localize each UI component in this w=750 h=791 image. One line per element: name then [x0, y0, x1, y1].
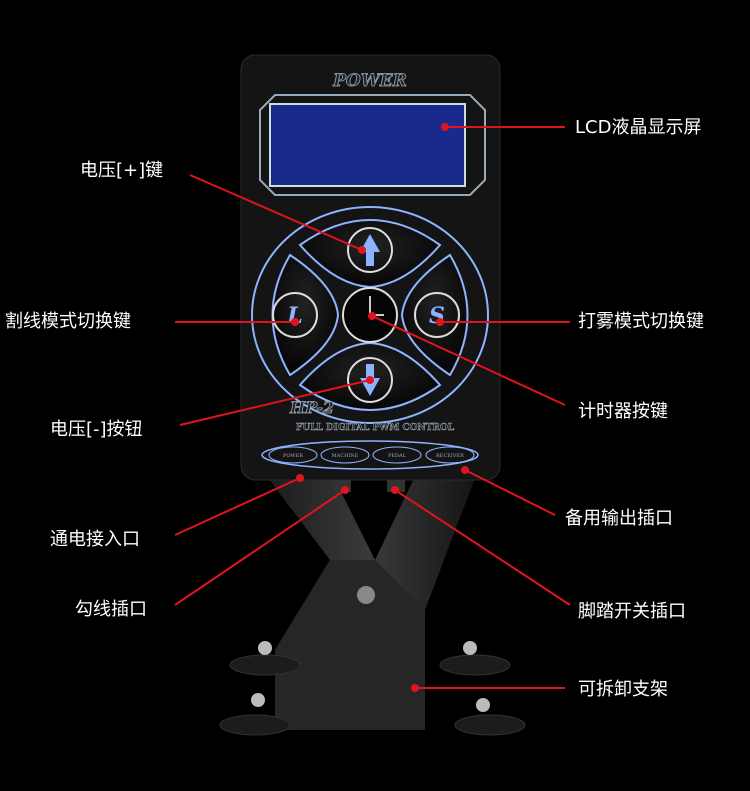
- label-volt-down: 电压[-]按钮: [50, 419, 143, 440]
- brand-text: POWER: [332, 71, 407, 91]
- label-spare-out: 备用输出插口: [565, 508, 673, 529]
- label-shader-mode: 打雾模式切换键: [578, 311, 704, 332]
- liner-mode-button: [271, 253, 340, 377]
- label-lcd: LCD液晶显示屏: [575, 117, 702, 138]
- svg-text:MACHINE: MACHINE: [332, 453, 359, 459]
- label-pedal-port: 脚踏开关插口: [578, 601, 686, 622]
- stand: [219, 470, 526, 736]
- label-stand: 可拆卸支架: [578, 679, 668, 700]
- arrow-up-icon: [360, 234, 380, 266]
- svg-text:POWER: POWER: [283, 453, 303, 459]
- svg-text:PEDAL: PEDAL: [388, 453, 407, 459]
- label-volt-up: 电压[+]键: [80, 160, 164, 181]
- controller-body: POWER L S HP-2 FULL DIGITAL PWM CONTROL …: [240, 54, 501, 492]
- label-liner-port: 勾线插口: [75, 599, 147, 620]
- lcd-screen: [269, 103, 466, 187]
- svg-text:RECEIVER: RECEIVER: [436, 453, 464, 459]
- svg-text:S: S: [429, 303, 445, 329]
- shader-mode-button: [400, 253, 469, 377]
- svg-text:FULL DIGITAL PWM CONTROL: FULL DIGITAL PWM CONTROL: [296, 423, 455, 433]
- callout-lines: [174, 123, 571, 692]
- label-power-in: 通电接入口: [50, 529, 140, 550]
- label-liner-mode: 割线模式切换键: [5, 311, 131, 332]
- label-timer: 计时器按键: [578, 401, 668, 422]
- svg-text:HP-2: HP-2: [289, 398, 334, 417]
